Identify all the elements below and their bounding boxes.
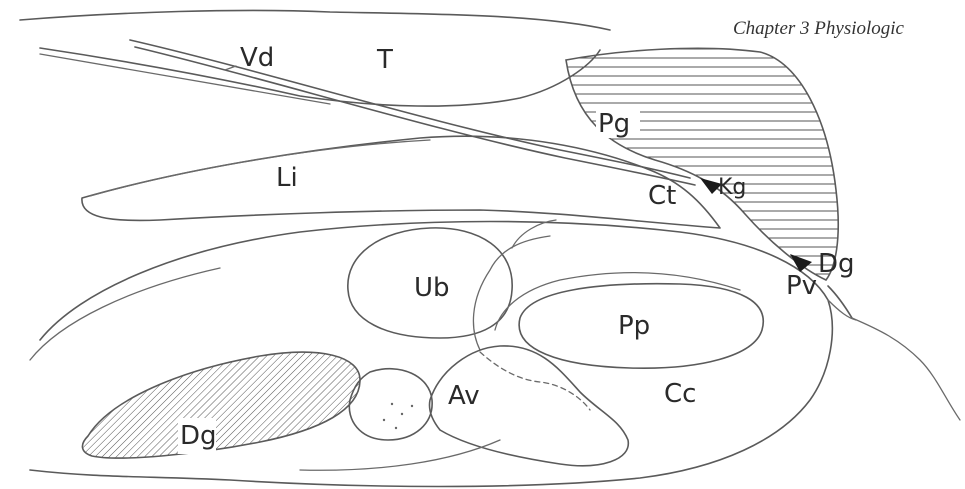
li-organ	[82, 136, 720, 228]
label-pg: Pg	[598, 109, 630, 139]
label-vd: Vd	[240, 43, 274, 73]
label-dg-left: Dg	[180, 421, 217, 451]
outline-tongue-T	[40, 48, 600, 106]
body-outline-inner	[30, 268, 220, 360]
label-pv: Pv	[786, 271, 817, 301]
label-ub: Ub	[414, 273, 450, 303]
label-li: Li	[276, 163, 298, 193]
label-kg: Kg	[718, 175, 746, 200]
label-cc: Cc	[664, 379, 696, 409]
dg-left-organ	[82, 352, 360, 458]
label-av: Av	[448, 381, 480, 411]
label-pp: Pp	[618, 311, 650, 341]
label-t: T	[376, 45, 393, 75]
label-dg-right: Dg	[818, 249, 855, 279]
label-ct: Ct	[648, 181, 676, 211]
dotted-structure	[349, 369, 432, 440]
outline-top	[20, 10, 610, 30]
pg-organ	[566, 48, 838, 280]
